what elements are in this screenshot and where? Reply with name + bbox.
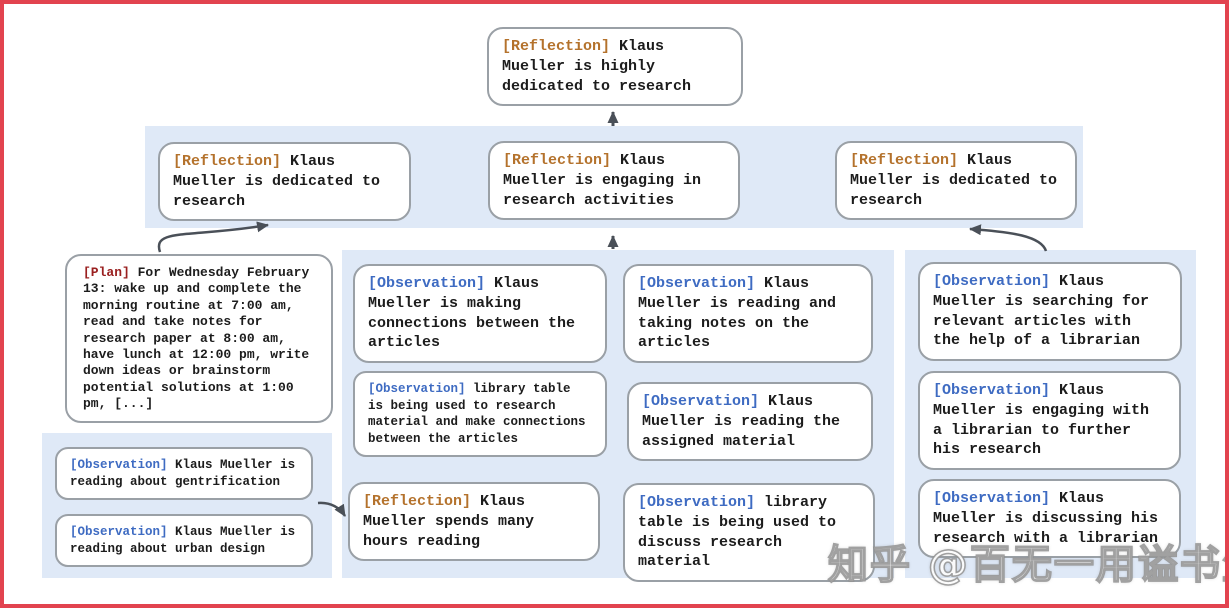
node-text: Klaus Mueller is reading and taking note…	[638, 275, 837, 352]
node-text: Klaus Mueller is highly dedicated to res…	[502, 38, 692, 95]
node-text: Klaus Mueller is dedicated to research	[173, 153, 381, 210]
observation-tag: [Observation]	[70, 458, 168, 472]
observation-tag: [Observation]	[638, 275, 756, 292]
node-observation-urban-design: [Observation] Klaus Mueller is reading a…	[55, 514, 313, 567]
node-root-reflection: [Reflection] Klaus Mueller is highly ded…	[487, 27, 743, 107]
node-text: library table is being used to discuss r…	[638, 494, 837, 571]
arrow-leftobs-to-hours-reflection	[317, 501, 347, 517]
node-text: For Wednesday February 13: wake up and c…	[83, 265, 310, 411]
node-observation-library-research: [Observation] library table is being use…	[353, 371, 607, 457]
node-reflection-hours-reading: [Reflection] Klaus Mueller spends many h…	[348, 482, 600, 562]
node-observation-assigned-material: [Observation] Klaus Mueller is reading t…	[627, 382, 873, 462]
node-reflection-left: [Reflection] Klaus Mueller is dedicated …	[158, 142, 411, 222]
arrow-plan-to-left-reflection	[157, 221, 269, 253]
node-text: Klaus Mueller is engaging with a librari…	[933, 382, 1150, 459]
node-observation-discussing-research: [Observation] Klaus Mueller is discussin…	[918, 479, 1181, 559]
node-reflection-right: [Reflection] Klaus Mueller is dedicated …	[835, 141, 1077, 221]
node-text: Klaus Mueller is dedicated to research	[850, 152, 1058, 209]
observation-tag: [Observation]	[933, 273, 1051, 290]
node-observation-engaging-librarian: [Observation] Klaus Mueller is engaging …	[918, 371, 1181, 471]
reflection-tag: [Reflection]	[502, 38, 611, 55]
reflection-tag: [Reflection]	[850, 152, 959, 169]
node-text: Klaus Mueller is reading about gentrific…	[70, 458, 296, 489]
reflection-tag: [Reflection]	[503, 152, 612, 169]
observation-tag: [Observation]	[933, 382, 1051, 399]
node-observation-searching-articles: [Observation] Klaus Mueller is searching…	[918, 262, 1182, 362]
observation-tag: [Observation]	[368, 275, 486, 292]
observation-tag: [Observation]	[642, 393, 760, 410]
observation-tag: [Observation]	[933, 490, 1051, 507]
node-text: library table is being used to research …	[368, 382, 586, 446]
node-reflection-middle: [Reflection] Klaus Mueller is engaging i…	[488, 141, 740, 221]
arrow-rightband-to-right-reflection	[969, 224, 1048, 252]
node-observation-reading-notes: [Observation] Klaus Mueller is reading a…	[623, 264, 873, 364]
node-text: Klaus Mueller is discussing his research…	[933, 490, 1159, 547]
node-text: Klaus Mueller is engaging in research ac…	[503, 152, 702, 209]
observation-tag: [Observation]	[638, 494, 756, 511]
node-text: Klaus Mueller is reading about urban des…	[70, 525, 296, 556]
node-plan: [Plan] For Wednesday February 13: wake u…	[65, 254, 333, 424]
observation-tag: [Observation]	[70, 525, 168, 539]
plan-tag: [Plan]	[83, 265, 130, 280]
reflection-tag: [Reflection]	[363, 493, 472, 510]
node-text: Klaus Mueller is reading the assigned ma…	[642, 393, 841, 450]
node-observation-library-discuss: [Observation] library table is being use…	[623, 483, 875, 583]
node-text: Klaus Mueller is searching for relevant …	[933, 273, 1150, 350]
observation-tag: [Observation]	[368, 382, 466, 396]
watermark: 知乎 @百无一用谥书生	[827, 541, 1229, 589]
reflection-tag: [Reflection]	[173, 153, 282, 170]
node-text: Klaus Mueller is making connections betw…	[368, 275, 576, 352]
node-observation-making-connections: [Observation] Klaus Mueller is making co…	[353, 264, 607, 364]
node-observation-gentrification: [Observation] Klaus Mueller is reading a…	[55, 447, 313, 500]
node-text: Klaus Mueller spends many hours reading	[363, 493, 535, 550]
